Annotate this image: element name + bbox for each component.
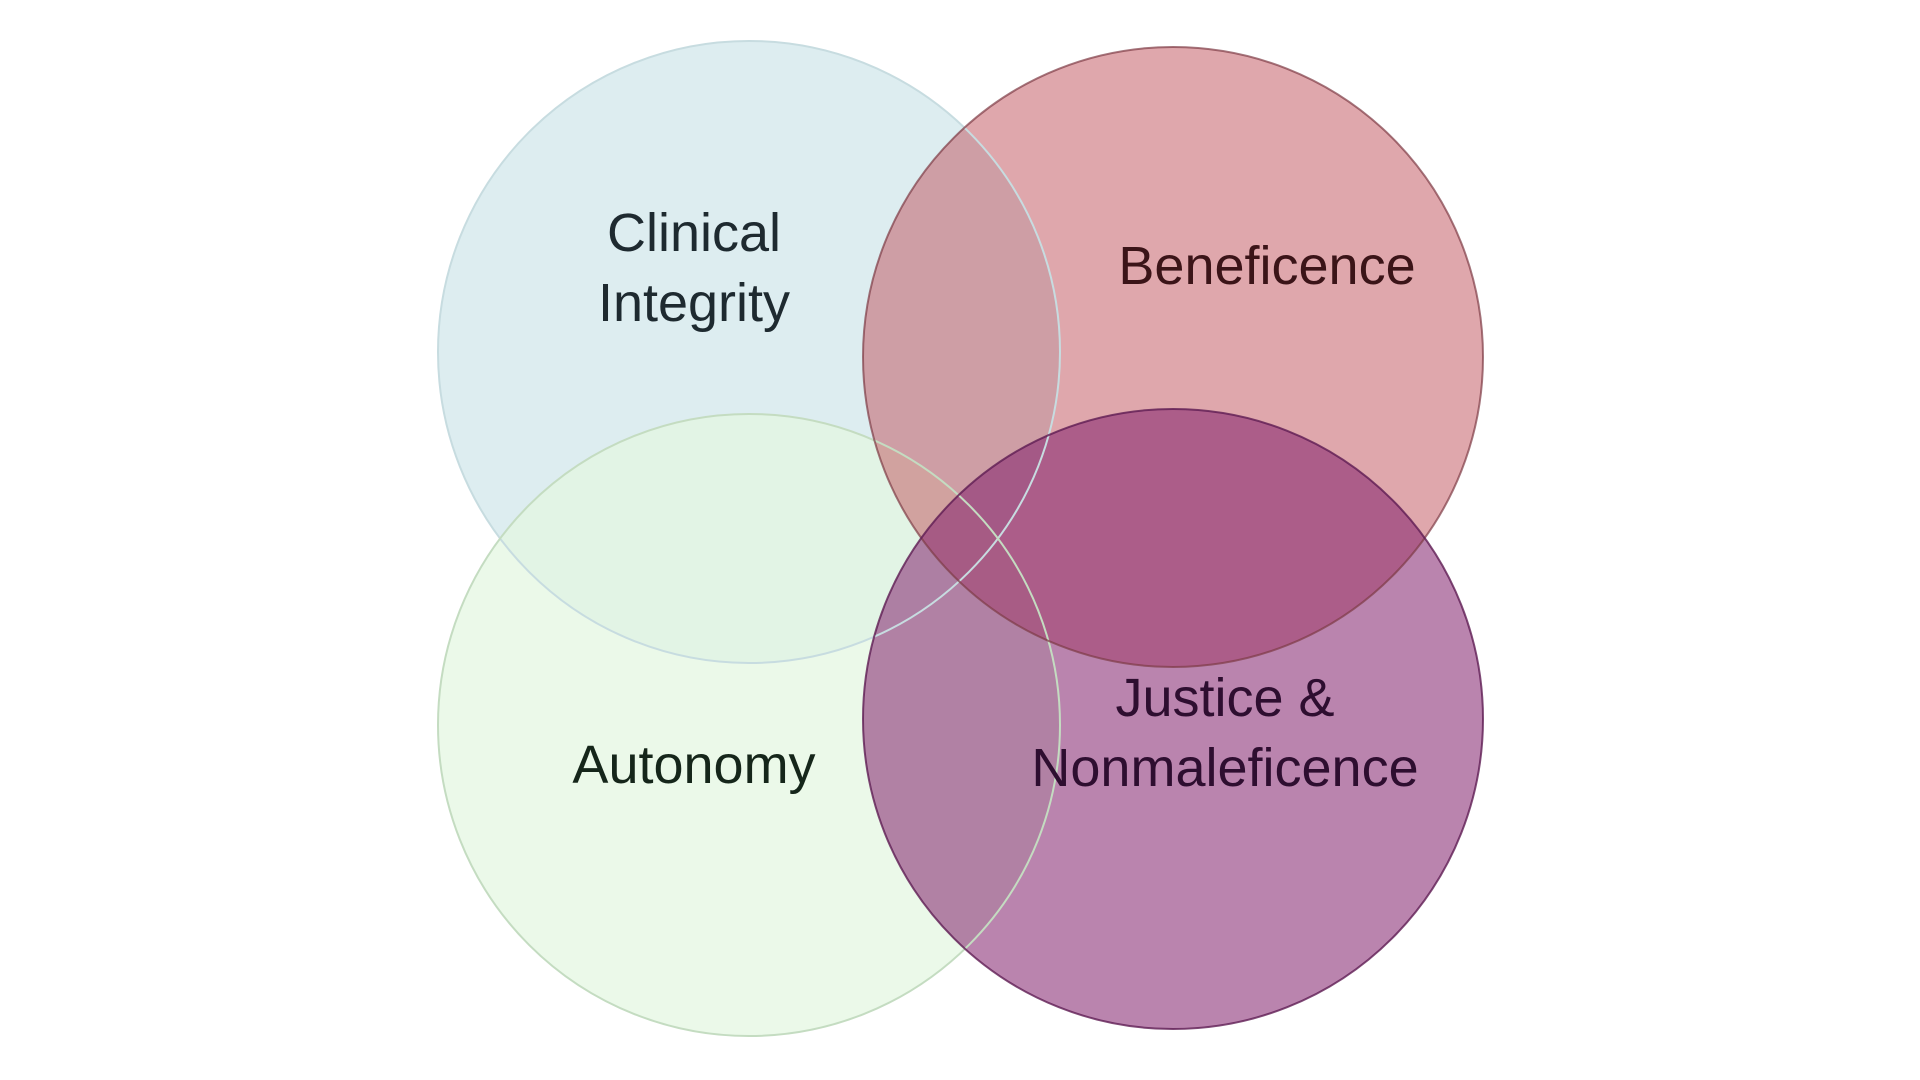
outline-justice-nonmaleficence — [862, 408, 1484, 1030]
label-beneficence: Beneficence — [1118, 231, 1415, 301]
outline-autonomy — [437, 413, 1061, 1037]
label-justice-nonmaleficence: Justice & Nonmaleficence — [1031, 663, 1418, 803]
label-autonomy-line-1: Autonomy — [572, 735, 816, 795]
circle-justice-nonmaleficence — [863, 409, 1483, 1029]
label-clinical-integrity-line-2: Integrity — [597, 273, 791, 333]
label-justice-line-2: Nonmaleficence — [1031, 738, 1419, 798]
outline-beneficence — [862, 46, 1484, 668]
label-clinical-integrity-line-1: Clinical — [606, 203, 782, 263]
label-beneficence-line-1: Beneficence — [1118, 236, 1416, 296]
label-justice-line-1: Justice & — [1115, 668, 1335, 728]
label-autonomy: Autonomy — [572, 730, 815, 800]
outline-clinical-integrity — [437, 40, 1061, 664]
label-clinical-integrity: Clinical Integrity — [598, 198, 790, 338]
